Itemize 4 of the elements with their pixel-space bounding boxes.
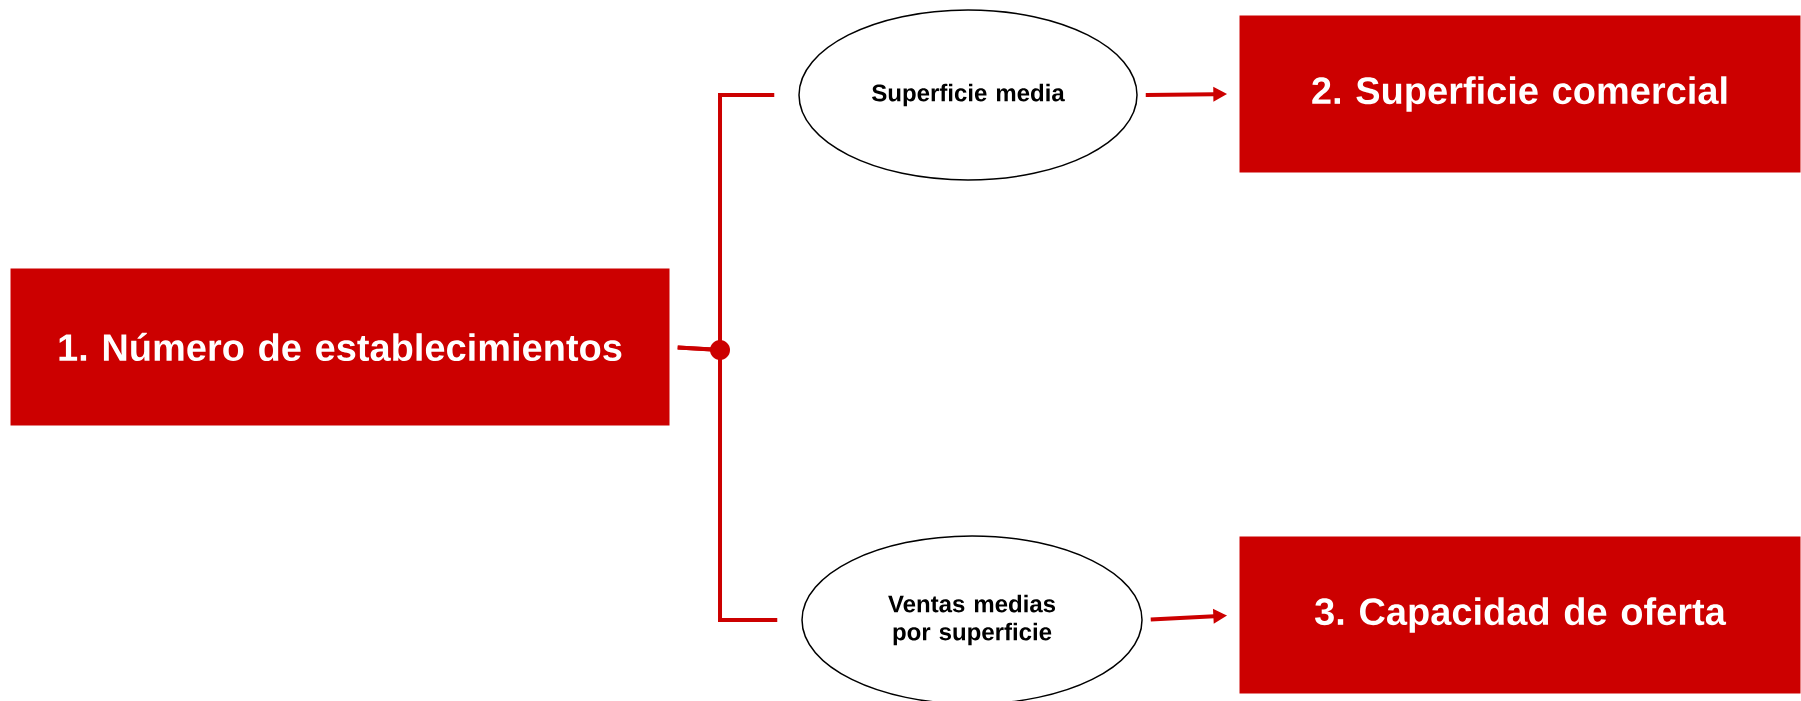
connector-line [677,345,778,622]
process-box: 1. Número de establecimientos [10,268,670,426]
process-box: 2. Superficie comercial [1239,15,1801,173]
process-box: 3. Capacidad de oferta [1239,536,1801,694]
